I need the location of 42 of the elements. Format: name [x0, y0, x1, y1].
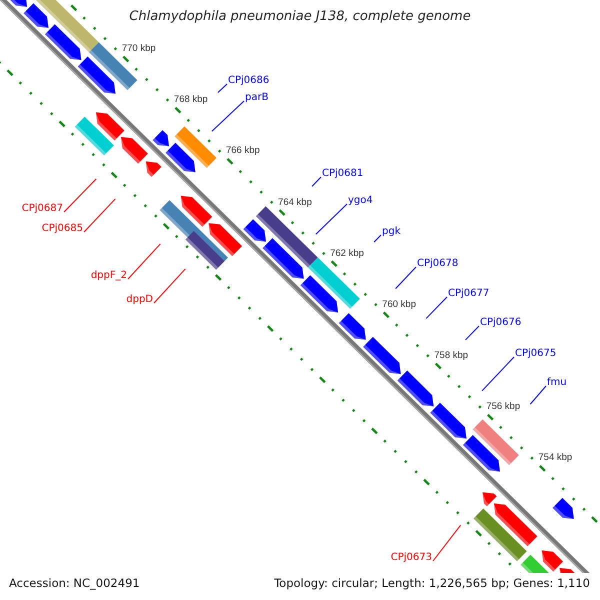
leader-line	[128, 243, 161, 280]
gene-label: CPj0678	[417, 258, 458, 270]
tick-label: 758 kbp	[434, 350, 468, 362]
leader-line	[64, 178, 97, 212]
gene-label: CPj0686	[228, 75, 270, 87]
tick-label: 756 kbp	[486, 401, 520, 412]
leader-line	[464, 326, 480, 340]
tick-label: 770 kbp	[122, 43, 156, 54]
gene-label: parB	[245, 92, 268, 104]
leader-line	[84, 198, 116, 232]
gene-label: CPj0687	[22, 203, 63, 215]
gene-label: fmu	[547, 377, 567, 389]
leader-line	[374, 234, 382, 243]
gene-label: ygo4	[348, 195, 373, 207]
tick-label: 754 kbp	[538, 452, 572, 464]
tick-label: 764 kbp	[278, 196, 312, 208]
tick-label: 766 kbp	[226, 145, 260, 156]
leader-line	[154, 268, 186, 304]
leader-line	[432, 524, 462, 562]
gene-label: dppF_2	[90, 270, 127, 282]
gene-label: CPj0673	[390, 552, 432, 564]
leader-line	[530, 386, 546, 405]
tick-label: 762 kbp	[330, 248, 364, 259]
leader-line	[315, 204, 348, 235]
leader-line	[211, 100, 244, 132]
gene-label: CPj0676	[480, 317, 522, 329]
leader-line	[482, 356, 514, 392]
leader-line	[426, 296, 448, 319]
title: Chlamydophila pneumoniae J138, complete genome	[128, 9, 472, 24]
gene-label: pgk	[382, 226, 400, 238]
tick-label: 760 kbp	[382, 298, 416, 310]
gene-label: CPj0677	[448, 288, 490, 300]
tick-label: 768 kbp	[174, 94, 208, 106]
genome-info-text: Topology: circular; Length: 1,226,565 bp; Genes: 1,110	[274, 576, 590, 590]
gene-label: dppD	[126, 294, 153, 306]
gene-label: CPj0675	[515, 348, 556, 360]
leader-line	[395, 266, 416, 290]
leader-line	[217, 84, 228, 93]
leader-line	[312, 176, 322, 187]
gene-label: CPj0685	[42, 223, 83, 235]
accession-text: Accession: NC_002491	[9, 576, 140, 590]
gene-label: CPj0681	[322, 168, 364, 180]
